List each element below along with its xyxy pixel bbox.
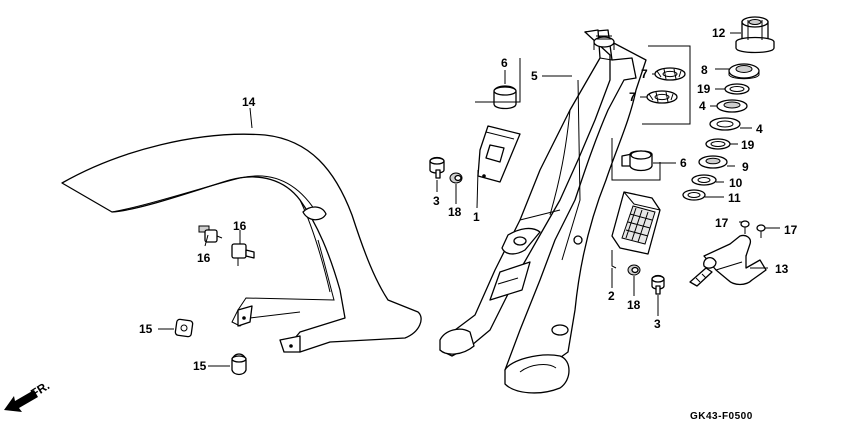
fender-bolt-16b[interactable]: [231, 243, 255, 266]
washer-18a[interactable]: [449, 172, 463, 184]
callout-15a[interactable]: 15: [139, 322, 153, 336]
drawing-code: GK43-F0500: [690, 411, 753, 422]
steering-top-nut-12[interactable]: [735, 16, 775, 54]
callout-19b[interactable]: 19: [741, 138, 755, 152]
dust-seal-9[interactable]: [698, 155, 728, 169]
callout-16b[interactable]: 16: [233, 219, 247, 233]
callout-labels: 14 16 16 15 15 3 18 1 6 5 7 7 12 8 19 4 …: [139, 26, 798, 373]
callout-8[interactable]: 8: [701, 63, 708, 77]
callout-18a[interactable]: 18: [448, 205, 462, 219]
cone-race-4a[interactable]: [716, 99, 748, 113]
fender-bolt-16a[interactable]: [198, 225, 223, 243]
lock-ring-19b[interactable]: [705, 138, 731, 150]
bearing-7b[interactable]: [646, 90, 678, 104]
steering-stem-fork[interactable]: [439, 29, 647, 394]
callout-7b[interactable]: 7: [629, 90, 636, 104]
callout-3a[interactable]: 3: [433, 194, 440, 208]
callout-18b[interactable]: 18: [627, 298, 641, 312]
collar-6b[interactable]: [621, 150, 653, 172]
fender-nut-15a[interactable]: [174, 318, 194, 338]
bearing-7a[interactable]: [654, 67, 686, 81]
fender-nut-15b[interactable]: [231, 353, 247, 376]
screw-17b[interactable]: [756, 224, 766, 238]
bolt-3a[interactable]: [429, 156, 445, 179]
callout-14[interactable]: 14: [242, 95, 256, 109]
steering-lock-13[interactable]: [689, 234, 767, 287]
front-direction-arrow-icon: [4, 390, 38, 412]
bolt-3b[interactable]: [651, 274, 665, 295]
washer-10[interactable]: [691, 174, 717, 186]
callout-4b[interactable]: 4: [756, 122, 763, 136]
callout-11[interactable]: 11: [728, 191, 741, 205]
callout-2[interactable]: 2: [608, 289, 615, 303]
callout-19a[interactable]: 19: [697, 82, 711, 96]
callout-3b[interactable]: 3: [654, 317, 661, 331]
callout-17a[interactable]: 17: [715, 216, 729, 230]
callout-4a[interactable]: 4: [699, 99, 706, 113]
washer-18b[interactable]: [627, 264, 641, 276]
reflector-2[interactable]: [611, 191, 661, 269]
race-8[interactable]: [728, 63, 760, 80]
leader-lines: [158, 32, 780, 367]
callout-15b[interactable]: 15: [193, 359, 207, 373]
fork-cover-1[interactable]: [477, 125, 521, 183]
callout-9[interactable]: 9: [742, 160, 749, 174]
callout-7a[interactable]: 7: [641, 67, 648, 81]
callout-6b[interactable]: 6: [680, 156, 687, 170]
callout-1[interactable]: 1: [473, 210, 480, 224]
washer-11[interactable]: [682, 189, 706, 201]
callout-12[interactable]: 12: [712, 26, 726, 40]
collar-6a[interactable]: [493, 85, 517, 110]
callout-10[interactable]: 10: [729, 176, 743, 190]
screw-17a[interactable]: [740, 220, 750, 234]
callout-13[interactable]: 13: [775, 262, 789, 276]
callout-6a[interactable]: 6: [501, 56, 508, 70]
lock-ring-19a[interactable]: [724, 83, 750, 95]
cone-race-4b[interactable]: [709, 117, 741, 131]
callout-17b[interactable]: 17: [784, 223, 798, 237]
callout-5[interactable]: 5: [531, 69, 538, 83]
front-fender[interactable]: [61, 133, 422, 353]
callout-16a[interactable]: 16: [197, 251, 211, 265]
